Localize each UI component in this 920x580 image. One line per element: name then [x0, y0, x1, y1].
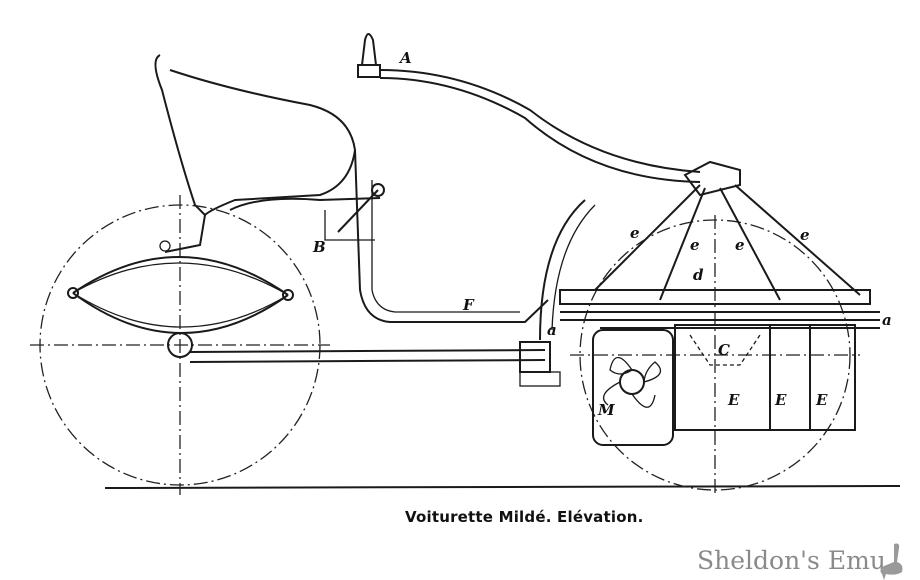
- label-e: e: [735, 236, 745, 254]
- seat: [154, 54, 357, 253]
- motor: [592, 329, 674, 446]
- watermark: Sheldon's Emu: [697, 546, 886, 575]
- frame-bars: [559, 289, 880, 329]
- label-a: a: [547, 321, 557, 339]
- label-e-battery: E: [815, 391, 828, 409]
- fork-struts: [594, 184, 861, 301]
- label-a-tiller: A: [398, 49, 412, 67]
- rear-wheel: [30, 195, 330, 495]
- label-f: F: [462, 296, 475, 314]
- label-c: C: [718, 341, 730, 359]
- label-e: e: [800, 226, 810, 244]
- battery-boxes: [674, 324, 856, 431]
- label-e: e: [690, 236, 700, 254]
- label-b: B: [312, 238, 326, 256]
- steering-tiller: [357, 33, 741, 197]
- ground-line: [104, 485, 901, 489]
- label-e-battery: E: [727, 391, 740, 409]
- front-wheel: [570, 215, 860, 495]
- body-frame: [189, 149, 596, 387]
- label-m: M: [597, 401, 615, 419]
- leaf-spring: [67, 256, 294, 334]
- label-e-battery: E: [774, 391, 787, 409]
- figure-caption: Voiturette Mildé. Elévation.: [405, 508, 644, 526]
- emu-logo-icon: [880, 543, 903, 580]
- label-e: e: [630, 224, 640, 242]
- label-a: a: [882, 311, 892, 329]
- label-d: d: [693, 266, 704, 284]
